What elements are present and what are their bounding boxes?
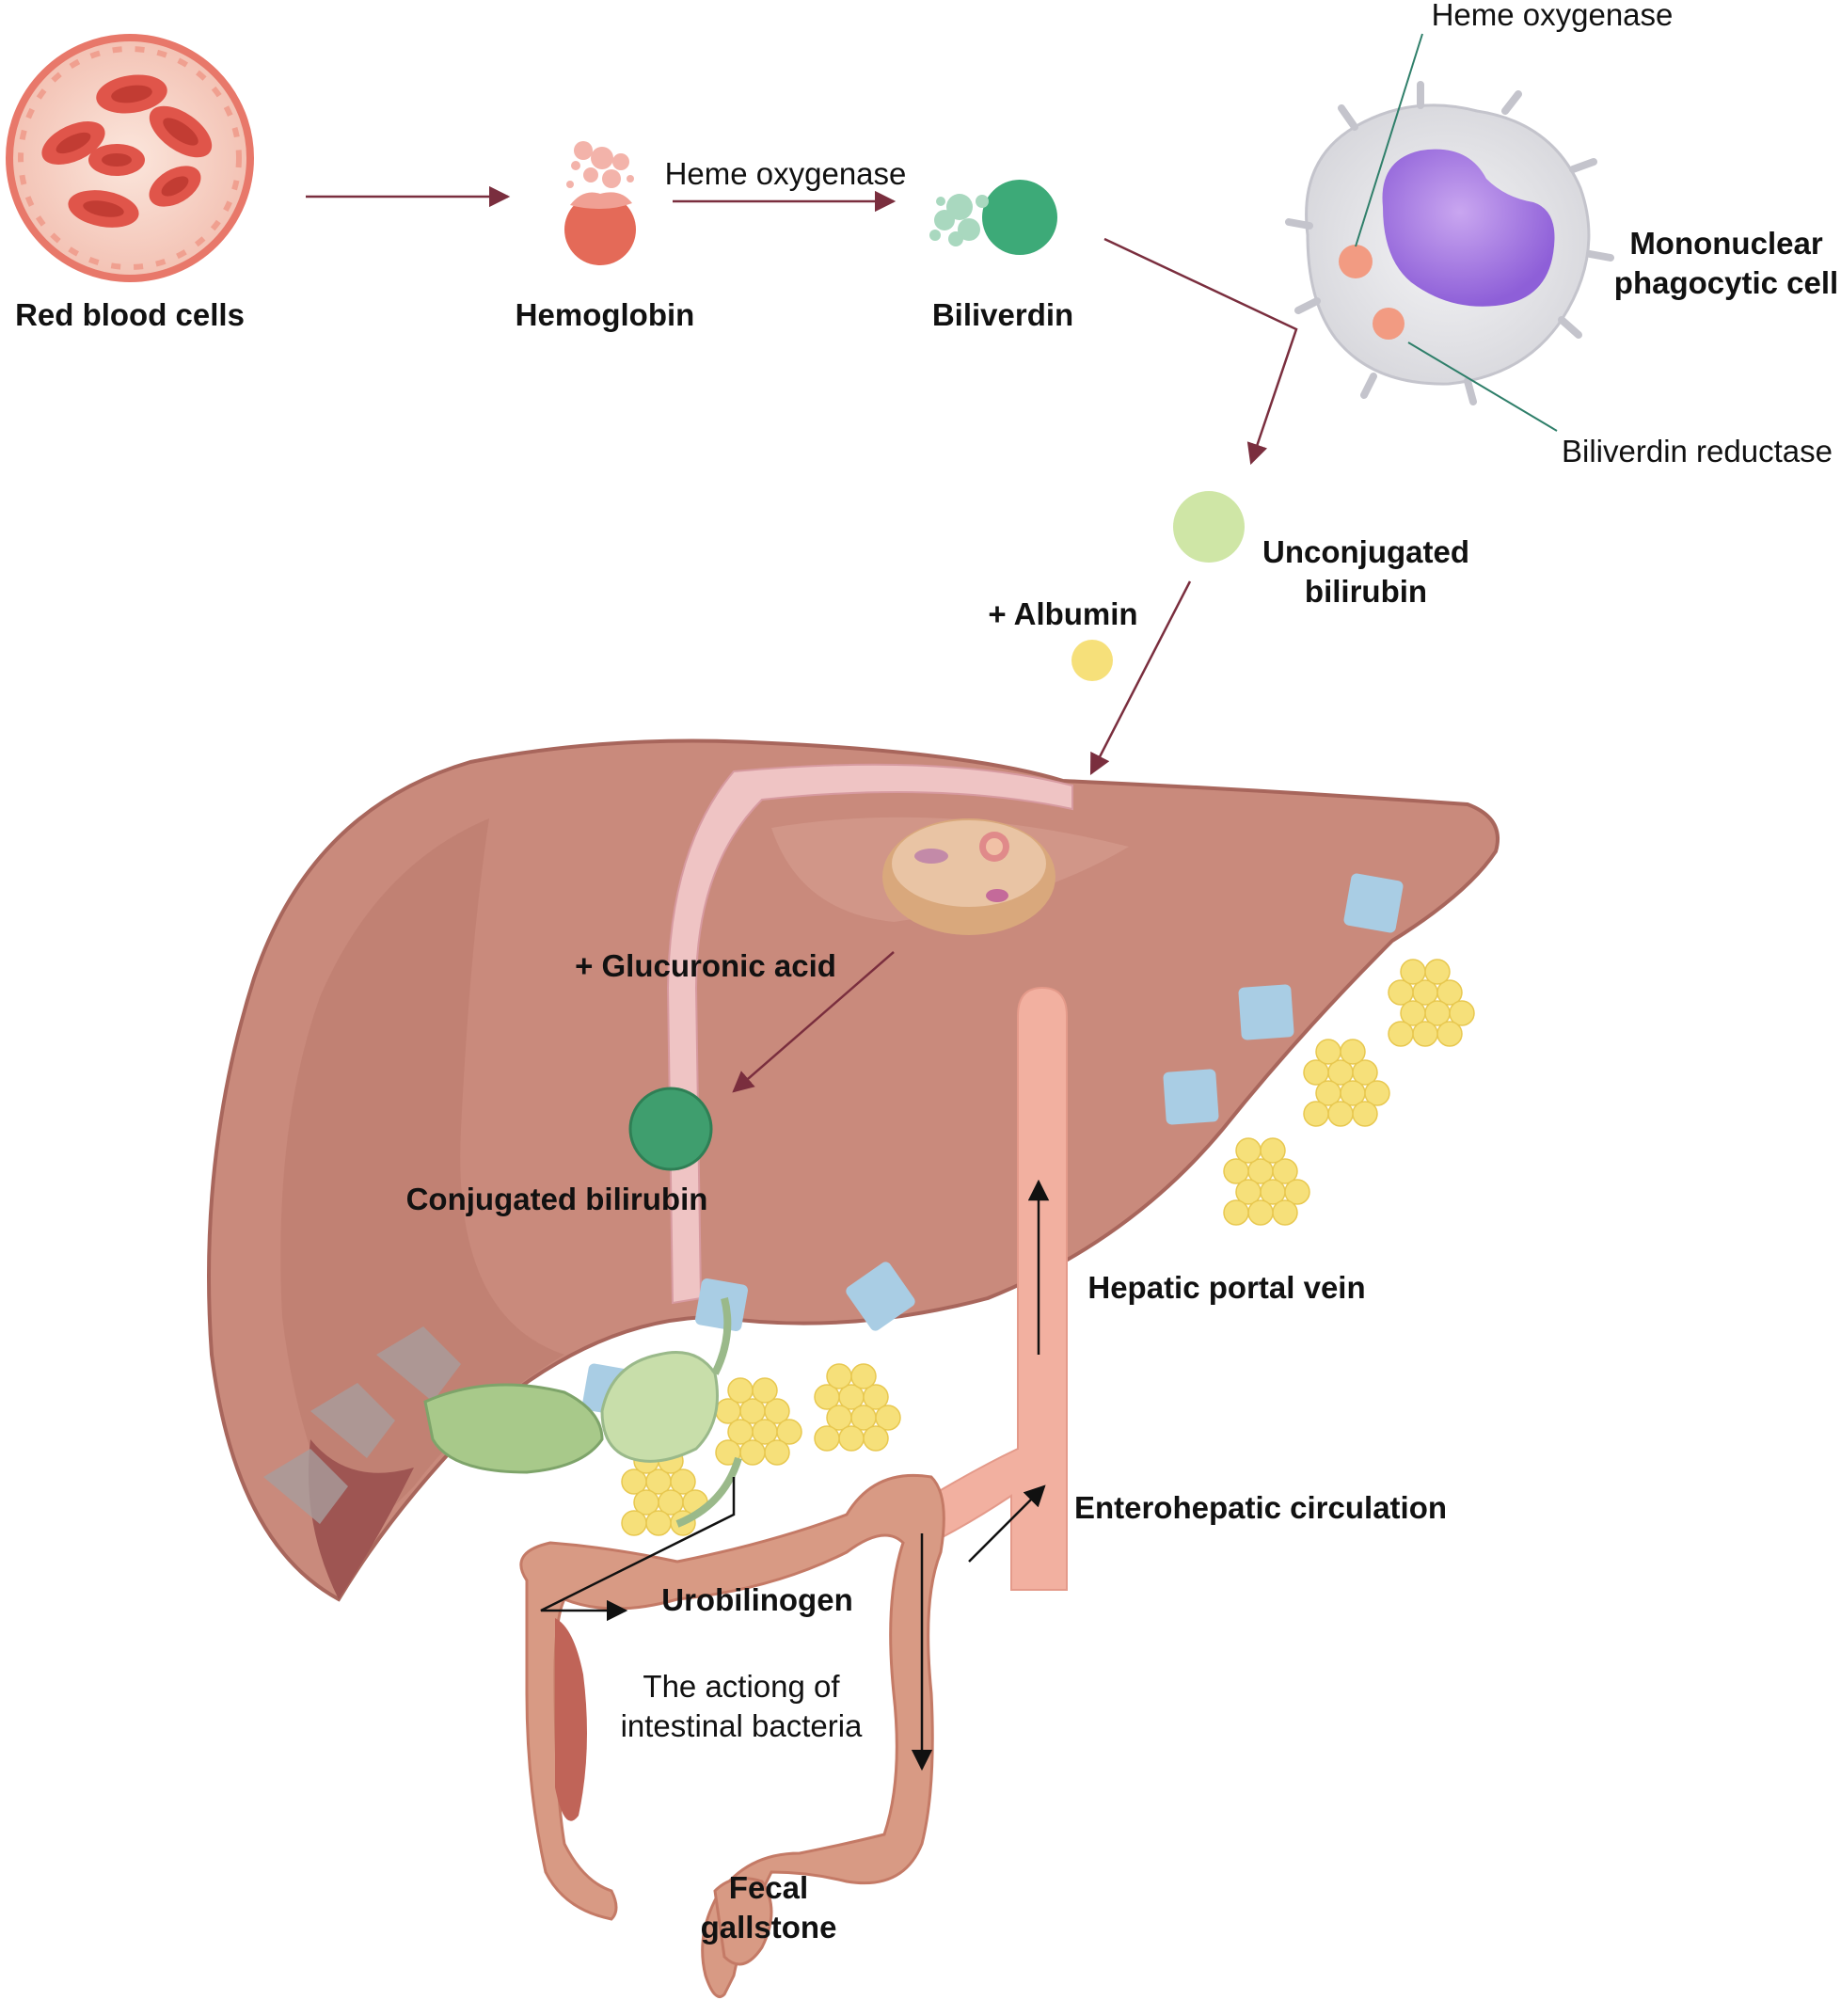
- gallbladder-illustration: [423, 1297, 742, 1528]
- cluster-dot: [1260, 1137, 1286, 1164]
- cluster-dot: [715, 1439, 741, 1466]
- cluster-dot: [727, 1377, 754, 1404]
- cluster-dot: [1284, 1179, 1310, 1205]
- cluster-dot: [633, 1489, 659, 1516]
- cluster-dot: [776, 1419, 802, 1445]
- cluster-dot: [645, 1510, 672, 1536]
- hepatocyte-illustration: [882, 818, 1055, 935]
- cluster-dot: [1388, 979, 1414, 1006]
- cluster-dot: [1272, 1158, 1298, 1184]
- cluster-dot: [1235, 1179, 1262, 1205]
- cluster-dot: [1400, 1000, 1426, 1026]
- cluster-dot: [1272, 1199, 1298, 1226]
- urobilinogen-label: Urobilinogen: [661, 1582, 852, 1617]
- heme-oxygenase-pointer: [1355, 33, 1423, 247]
- cluster-dot: [826, 1363, 852, 1389]
- albumin-label: + Albumin: [988, 596, 1137, 631]
- cluster-dot: [1400, 959, 1426, 985]
- cluster-dot: [1315, 1080, 1341, 1106]
- cluster-dot: [1327, 1101, 1354, 1127]
- mononuclear-label-line1: Mononuclear: [1629, 226, 1823, 261]
- cluster-dot: [1352, 1101, 1378, 1127]
- cluster-dot: [1449, 1000, 1475, 1026]
- glucuronic-acid-label: + Glucuronic acid: [575, 948, 836, 983]
- biliverdin-reductase-label: Biliverdin reductase: [1562, 434, 1833, 468]
- cluster-dot: [1223, 1199, 1249, 1226]
- cluster-dot: [838, 1425, 865, 1452]
- enterohepatic-label: Enterohepatic circulation: [1074, 1490, 1447, 1525]
- cluster-dot: [621, 1468, 647, 1495]
- arrow-biliverdin-to-unconjugated: [1103, 237, 1298, 466]
- liver-illustration: [207, 738, 1500, 1602]
- bile-duct: [666, 763, 1073, 1305]
- cluster-dot: [814, 1425, 840, 1452]
- biliverdin-illustration: [929, 180, 1057, 255]
- cluster-dot: [1340, 1039, 1366, 1065]
- cluster-dot: [670, 1468, 696, 1495]
- cluster-dot: [1412, 1021, 1438, 1047]
- cluster-dot: [621, 1510, 647, 1536]
- arrow-to-urobilinogen: [540, 1477, 736, 1622]
- mononuclear-label-line2: phagocytic cell: [1614, 265, 1838, 300]
- cluster-dot: [1315, 1039, 1341, 1065]
- cluster-dot: [727, 1419, 754, 1445]
- unconjugated-label-line1: Unconjugated: [1262, 534, 1469, 569]
- biliverdin-label: Biliverdin: [932, 297, 1073, 332]
- cluster-dot: [752, 1377, 778, 1404]
- arrow-unconjugated-to-liver: [1089, 580, 1192, 776]
- heme-oxygenase-arrow-label: Heme oxygenase: [665, 156, 907, 191]
- cluster-dot: [1303, 1059, 1329, 1086]
- hepatic-portal-vein: [930, 986, 1068, 1591]
- cluster-dot: [875, 1405, 901, 1431]
- biliverdin-reductase-pointer: [1407, 341, 1558, 432]
- bacteria-label-line1: The actiong of: [643, 1669, 840, 1704]
- cluster-dot: [764, 1439, 790, 1466]
- conjugated-bilirubin-label: Conjugated bilirubin: [406, 1182, 708, 1216]
- cluster-dot: [1436, 1021, 1463, 1047]
- cluster-dot: [1388, 1021, 1414, 1047]
- cluster-dot: [1364, 1080, 1390, 1106]
- cluster-dot: [1247, 1199, 1274, 1226]
- cluster-dot: [1436, 979, 1463, 1006]
- cluster-dot: [850, 1363, 877, 1389]
- cluster-dot: [826, 1405, 852, 1431]
- fecal-label-line1: Fecal: [729, 1870, 808, 1905]
- arrow-hepatocyte-to-conjugated: [732, 951, 895, 1093]
- unconjugated-bilirubin-dot: [1173, 491, 1245, 563]
- cluster-dot: [1303, 1101, 1329, 1127]
- red-blood-cells-illustration: [6, 34, 254, 282]
- cluster-dot: [1223, 1158, 1249, 1184]
- cluster-dot: [814, 1384, 840, 1410]
- cluster-dot: [863, 1384, 889, 1410]
- cluster-dot: [1424, 959, 1451, 985]
- cluster-dot: [739, 1439, 766, 1466]
- arrow-enterohepatic: [968, 1484, 1046, 1563]
- conjugated-bilirubin-dot: [628, 1087, 713, 1171]
- bacteria-label-line2: intestinal bacteria: [621, 1708, 863, 1743]
- cluster-dot: [1235, 1137, 1262, 1164]
- hemoglobin-illustration: [564, 141, 636, 265]
- albumin-clusters: [621, 959, 1475, 1536]
- hemoglobin-label: Hemoglobin: [516, 297, 695, 332]
- unconjugated-label-line2: bilirubin: [1305, 574, 1427, 609]
- cluster-dot: [764, 1398, 790, 1424]
- cluster-dot: [863, 1425, 889, 1452]
- hepatic-portal-vein-label: Hepatic portal vein: [1087, 1270, 1365, 1305]
- red-blood-cells-label: Red blood cells: [15, 297, 245, 332]
- cluster-dot: [1352, 1059, 1378, 1086]
- mononuclear-cell-illustration: [1285, 81, 1614, 405]
- fecal-label-line2: gallstone: [701, 1910, 837, 1945]
- heme-oxygenase-cell-label: Heme oxygenase: [1432, 0, 1674, 32]
- albumin-dot: [1071, 640, 1113, 681]
